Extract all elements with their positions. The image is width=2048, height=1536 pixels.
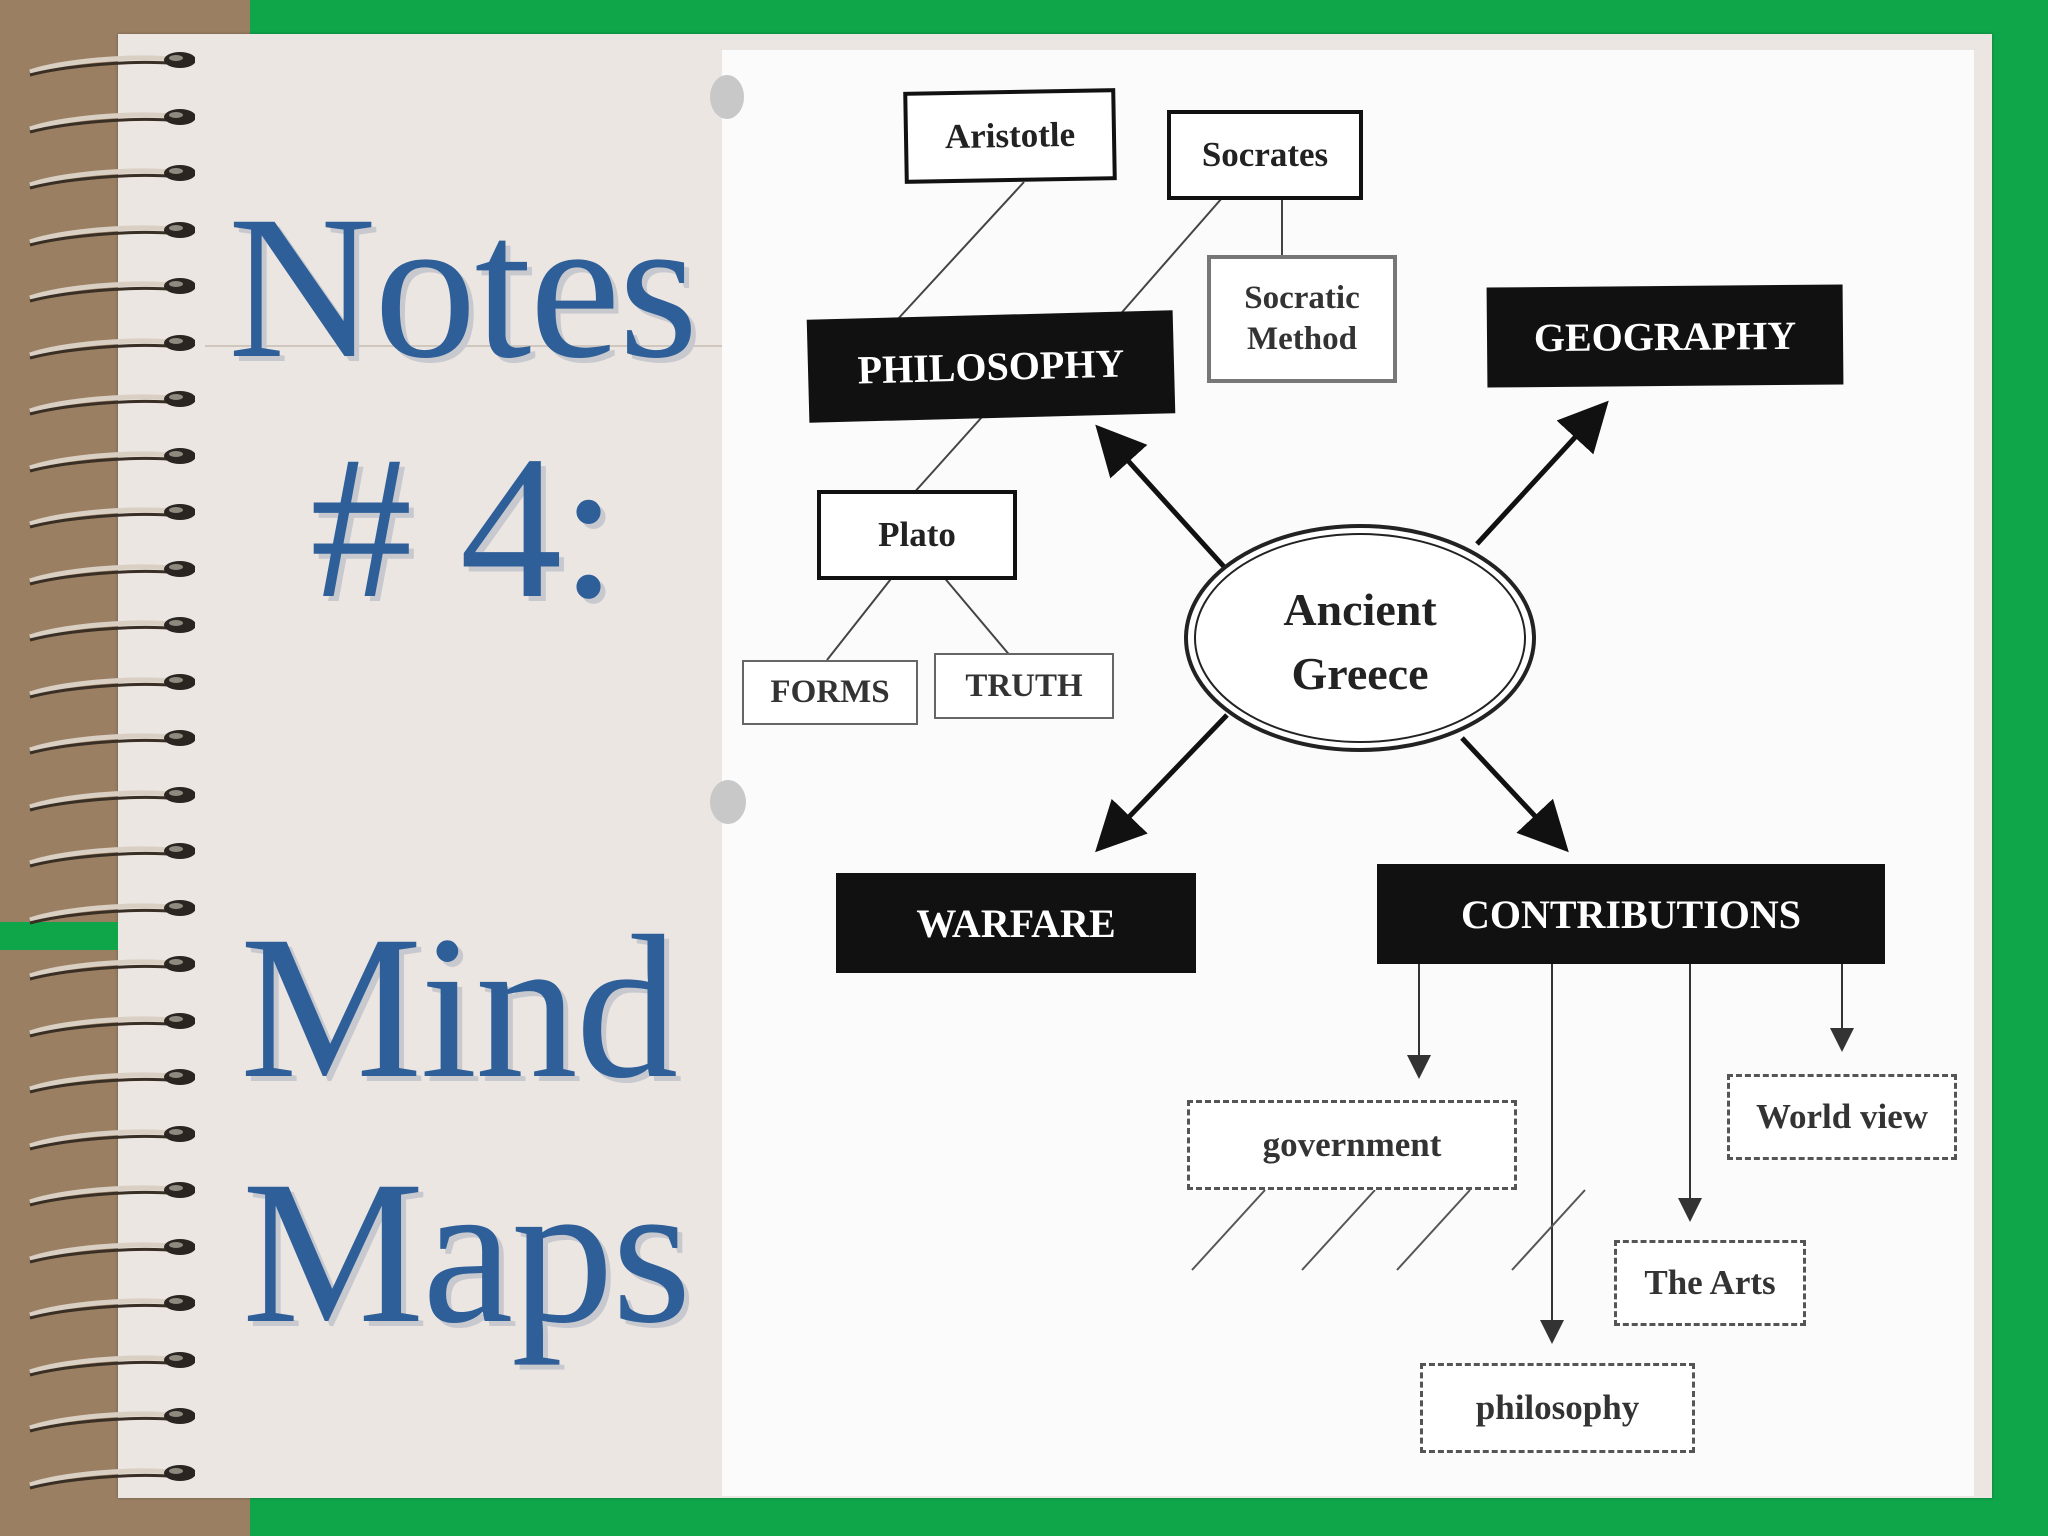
spiral-ring [20, 1285, 195, 1325]
spiral-ring [20, 99, 195, 139]
warfare-topic: WARFARE [836, 873, 1196, 973]
title-number: # 4: [310, 425, 615, 630]
spiral-ring [20, 325, 195, 365]
spiral-ring [20, 1455, 195, 1495]
socratic-method-box: Socratic Method [1207, 255, 1397, 383]
center-label: Ancient Greece [1190, 578, 1530, 707]
socratic-method-line1: Socratic [1244, 278, 1359, 319]
philosophy-contribution-box: philosophy [1420, 1363, 1695, 1453]
spiral-ring [20, 1003, 195, 1043]
government-box: government [1187, 1100, 1517, 1190]
title-notes: Notes [228, 185, 696, 390]
contributions-topic: CONTRIBUTIONS [1377, 864, 1885, 964]
spiral-ring [20, 155, 195, 195]
spiral-ring [20, 42, 195, 82]
geography-topic: GEOGRAPHY [1487, 284, 1844, 387]
spiral-ring [20, 1229, 195, 1269]
socratic-method-line2: Method [1247, 319, 1357, 360]
forms-box: FORMS [742, 660, 918, 725]
title-mind: Mind [240, 905, 676, 1110]
spiral-ring [20, 551, 195, 591]
spiral-ring [20, 494, 195, 534]
spiral-ring [20, 438, 195, 478]
spiral-ring [20, 1172, 195, 1212]
spiral-ring [20, 720, 195, 760]
spiral-ring [20, 381, 195, 421]
spiral-ring [20, 268, 195, 308]
mind-map-scan: Ancient Greece Aristotle Socrates Socrat… [722, 50, 1974, 1496]
spiral-ring [20, 607, 195, 647]
center-label-line2: Greece [1190, 642, 1530, 706]
spiral-ring [20, 777, 195, 817]
spiral-ring [20, 1116, 195, 1156]
world-view-box: World view [1727, 1074, 1957, 1160]
the-arts-box: The Arts [1614, 1240, 1806, 1326]
spiral-ring [20, 1342, 195, 1382]
truth-box: TRUTH [934, 653, 1114, 719]
spiral-ring [20, 212, 195, 252]
title-maps: Maps [242, 1150, 690, 1355]
socrates-box: Socrates [1167, 110, 1363, 200]
plato-box: Plato [817, 490, 1017, 580]
spiral-ring [20, 664, 195, 704]
aristotle-box: Aristotle [903, 88, 1117, 184]
spiral-ring [20, 1398, 195, 1438]
philosophy-topic: PHILOSOPHY [807, 310, 1176, 423]
spiral-ring [20, 833, 195, 873]
spiral-ring [20, 946, 195, 986]
spiral-ring [20, 890, 195, 930]
center-label-line1: Ancient [1190, 578, 1530, 642]
spiral-ring [20, 1059, 195, 1099]
